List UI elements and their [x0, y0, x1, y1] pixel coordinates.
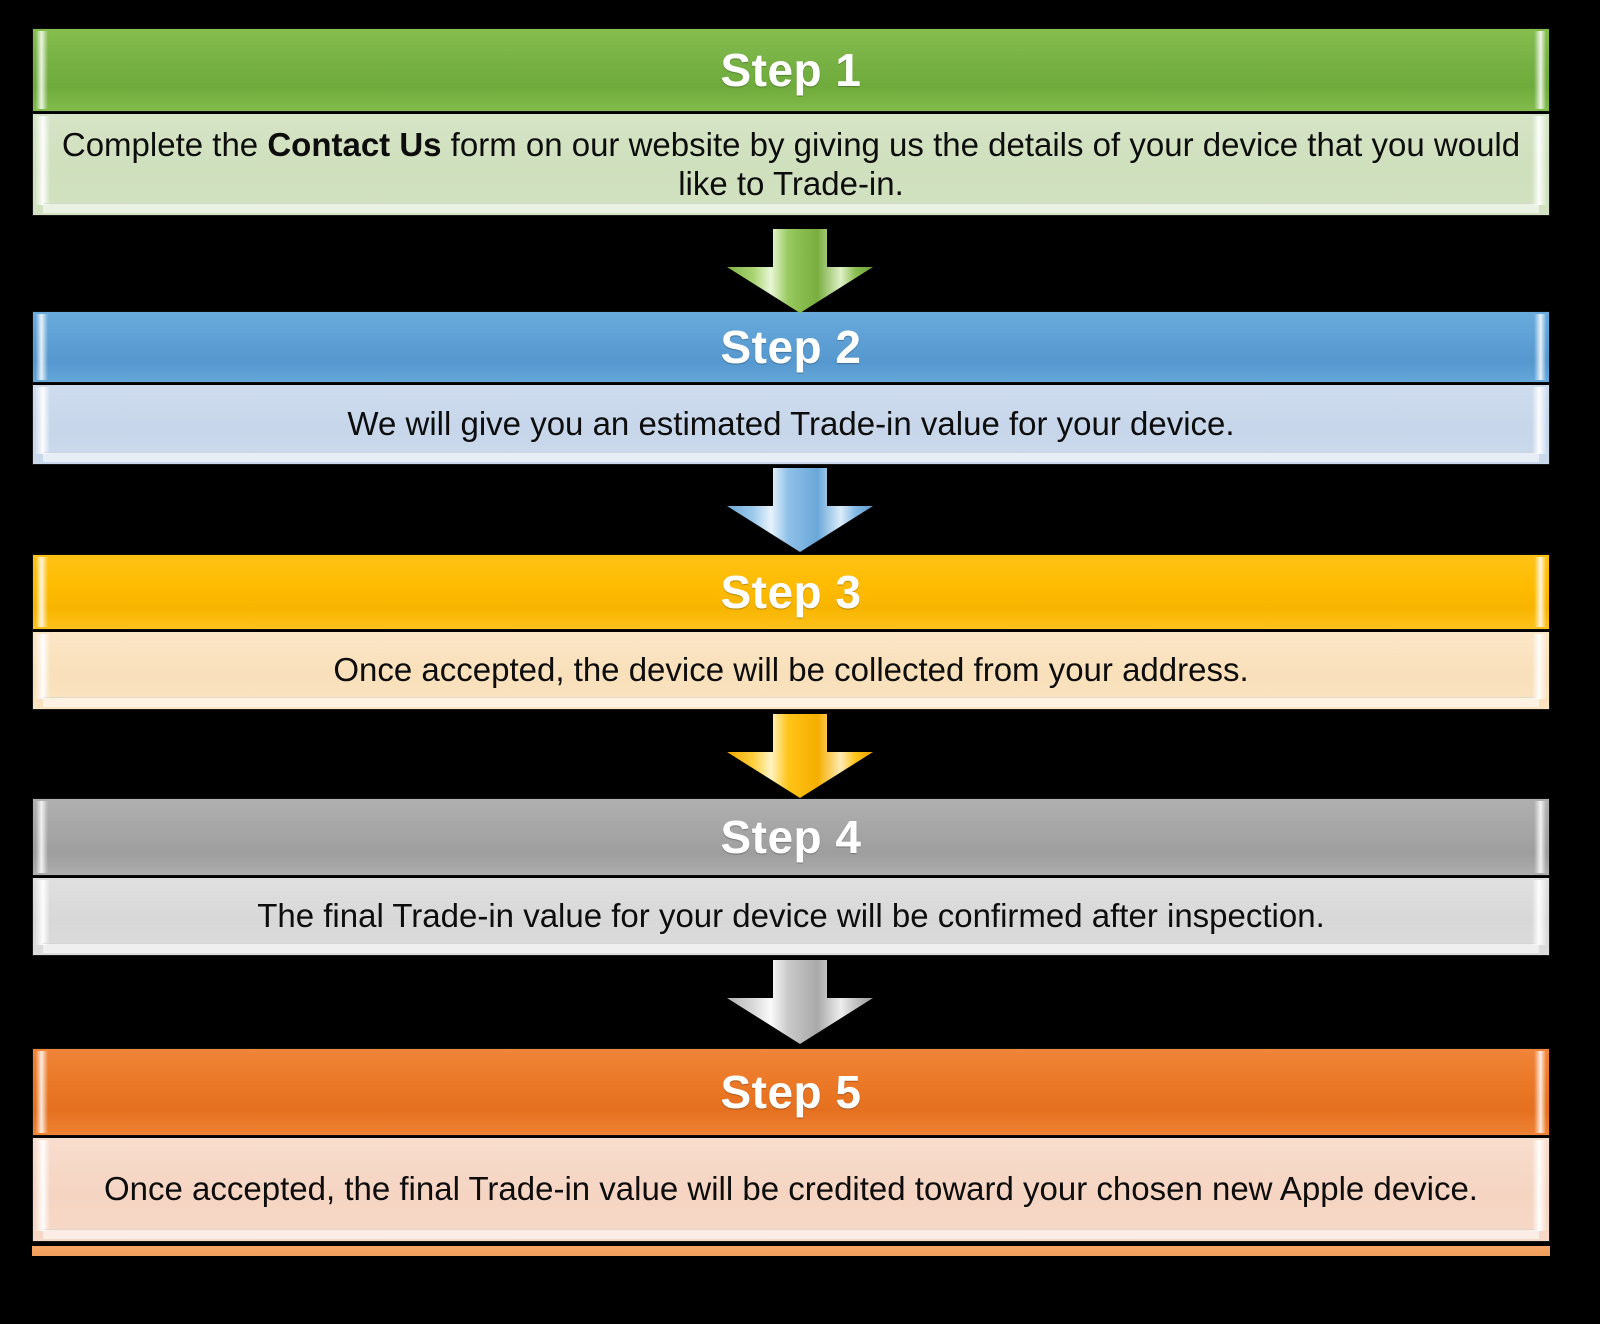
step-block-1: Step 1 Complete the Contact Us form on o… — [32, 28, 1550, 216]
step-2-header-label: Step 2 — [720, 321, 862, 373]
arrow-step2-to-step3 — [727, 468, 873, 552]
step-block-5: Step 5 Once accepted, the final Trade-in… — [32, 1048, 1550, 1242]
arrow-step3-to-step4 — [727, 714, 873, 798]
step-4-header-label: Step 4 — [720, 811, 862, 863]
step-3-header: Step 3 — [32, 554, 1550, 630]
arrow-step1-to-step2 — [727, 229, 873, 313]
step-3-body-text: Once accepted, the device will be collec… — [333, 651, 1249, 689]
step-1-text-post: form on our website by giving us the det… — [441, 125, 1521, 202]
step-block-3: Step 3 Once accepted, the device will be… — [32, 554, 1550, 710]
step-3-header-label: Step 3 — [720, 566, 862, 618]
step-5-body-text: Once accepted, the final Trade-in value … — [104, 1170, 1478, 1208]
bottom-edge-strip — [32, 1243, 1550, 1256]
arrow-down-icon — [727, 960, 873, 1044]
step-1-header-label: Step 1 — [720, 44, 862, 96]
step-1-text-pre: Complete the — [61, 125, 268, 163]
arrow-down-icon — [727, 229, 873, 313]
step-block-2: Step 2 We will give you an estimated Tra… — [32, 311, 1550, 465]
arrow-down-icon — [727, 714, 873, 798]
step-1-bevel-strip — [43, 203, 1539, 213]
step-4-body-text: The final Trade-in value for your device… — [257, 897, 1325, 935]
step-3-bevel-strip — [43, 697, 1539, 707]
step-5-body: Once accepted, the final Trade-in value … — [32, 1136, 1550, 1242]
arrow-down-icon — [727, 468, 873, 552]
arrow-step4-to-step5 — [727, 960, 873, 1044]
step-5-header: Step 5 — [32, 1048, 1550, 1136]
step-2-bevel-strip — [43, 452, 1539, 462]
step-1-body: Complete the Contact Us form on our webs… — [32, 112, 1550, 216]
step-5-bevel-strip — [43, 1229, 1539, 1239]
step-5-header-label: Step 5 — [720, 1066, 862, 1118]
contact-us-emphasis: Contact Us — [267, 125, 442, 163]
step-2-header: Step 2 — [32, 311, 1550, 383]
step-1-body-text: Complete the Contact Us form on our webs… — [33, 126, 1549, 204]
step-2-body-text: We will give you an estimated Trade-in v… — [347, 405, 1235, 443]
step-4-body: The final Trade-in value for your device… — [32, 876, 1550, 956]
step-2-body: We will give you an estimated Trade-in v… — [32, 383, 1550, 465]
step-block-4: Step 4 The final Trade-in value for your… — [32, 798, 1550, 956]
step-4-header: Step 4 — [32, 798, 1550, 876]
step-3-body: Once accepted, the device will be collec… — [32, 630, 1550, 710]
step-1-header: Step 1 — [32, 28, 1550, 112]
step-4-bevel-strip — [43, 943, 1539, 953]
